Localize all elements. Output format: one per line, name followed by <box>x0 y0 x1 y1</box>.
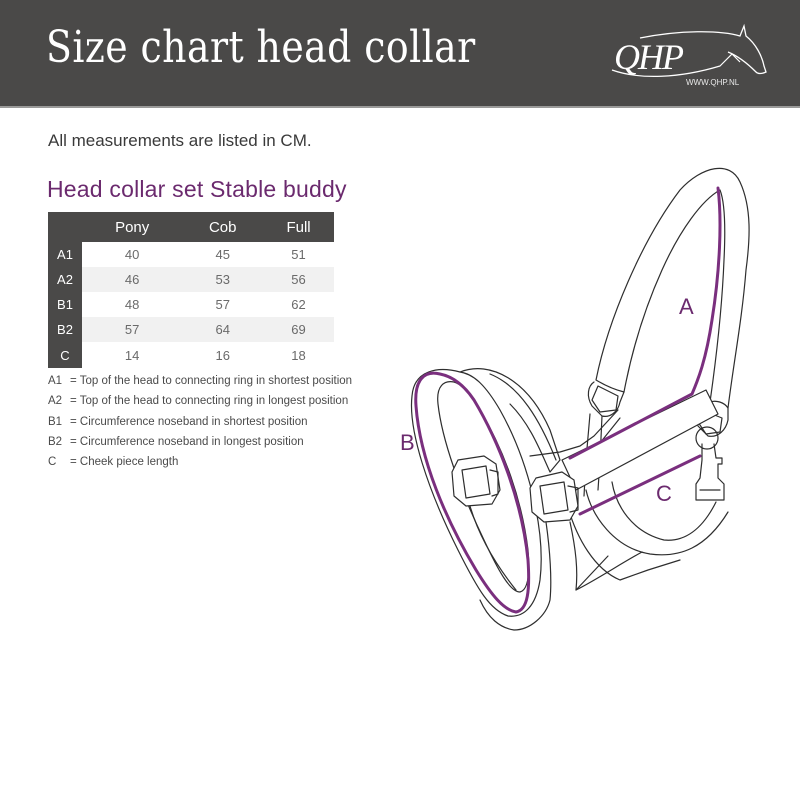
row-header: B1 <box>48 292 82 317</box>
legend-key: C <box>48 456 57 469</box>
legend-text: = Cheek piece length <box>70 456 179 469</box>
table-cell: 51 <box>291 247 306 262</box>
header-banner: Size chart head collar QHP WWW.QHP.NL <box>0 0 800 108</box>
legend-key: A1 <box>48 375 63 387</box>
page-title: Size chart head collar <box>46 22 476 73</box>
legend-key: A2 <box>48 395 63 408</box>
legend-item: B1 = Circumference noseband in shortest p… <box>48 415 352 435</box>
product-title: Head collar set Stable buddy <box>47 176 347 202</box>
column-header: Pony <box>82 212 183 242</box>
table-header-row: Pony Cob Full <box>48 212 334 242</box>
table-cell: 64 <box>182 317 264 342</box>
legend-item: A1 = Top of the head to connecting ring i… <box>48 374 352 394</box>
legend-item: B2 = Circumference noseband in longest po… <box>48 435 352 455</box>
logo-url: WWW.QHP.NL <box>686 78 740 87</box>
head-collar-illustration <box>410 167 750 631</box>
legend-key: B2 <box>48 435 63 448</box>
table-cell: 46 <box>82 267 183 292</box>
table-row: A1 40 45 51 <box>48 242 334 267</box>
measurement-legend: A1 = Top of the head to connecting ring i… <box>48 374 352 475</box>
label-b: B <box>400 430 415 455</box>
label-a: A <box>679 294 694 319</box>
head-collar-diagram: A B C <box>380 160 760 660</box>
table-row: B1 48 57 62 <box>48 292 334 317</box>
column-header: Full <box>263 212 334 242</box>
table-cell: 40 <box>124 247 140 262</box>
legend-text: = Circumference noseband in longest posi… <box>70 435 304 448</box>
size-table: Pony Cob Full A1 40 45 51 A2 46 53 56 B1… <box>48 212 334 368</box>
brand-logo: QHP WWW.QHP.NL <box>610 22 770 92</box>
row-header: A1 <box>48 242 82 267</box>
legend-text: = Circumference noseband in shortest pos… <box>70 415 308 428</box>
table-corner <box>48 212 82 242</box>
table-row: C 14 16 18 <box>48 342 334 368</box>
label-c: C <box>656 481 672 506</box>
table-cell: 16 <box>215 347 230 363</box>
row-header: B2 <box>48 317 82 342</box>
row-header: C <box>48 342 82 368</box>
units-note: All measurements are listed in CM. <box>48 131 312 150</box>
legend-item: A2 = Top of the head to connecting ring i… <box>48 394 352 414</box>
table-cell: 45 <box>215 247 230 262</box>
table-cell: 48 <box>124 297 140 312</box>
table-row: A2 46 53 56 <box>48 267 334 292</box>
row-header: A2 <box>48 267 82 292</box>
table-cell: 57 <box>82 317 183 342</box>
legend-text: = Top of the head to connecting ring in … <box>70 395 349 408</box>
logo-wordmark: QHP <box>614 37 684 77</box>
legend-item: C = Cheek piece length <box>48 455 352 475</box>
table-cell: 53 <box>182 267 264 292</box>
legend-text: = Top of the head to connecting ring in … <box>70 375 353 387</box>
table-row: B2 57 64 69 <box>48 317 334 342</box>
column-header: Cob <box>182 212 264 242</box>
table-cell: 56 <box>263 267 334 292</box>
table-cell: 57 <box>215 297 230 312</box>
table-cell: 18 <box>291 347 306 363</box>
horse-head-icon <box>611 23 767 77</box>
table-cell: 14 <box>124 347 140 363</box>
table-cell: 62 <box>291 297 306 312</box>
table-cell: 69 <box>263 317 334 342</box>
legend-key: B1 <box>48 415 63 428</box>
